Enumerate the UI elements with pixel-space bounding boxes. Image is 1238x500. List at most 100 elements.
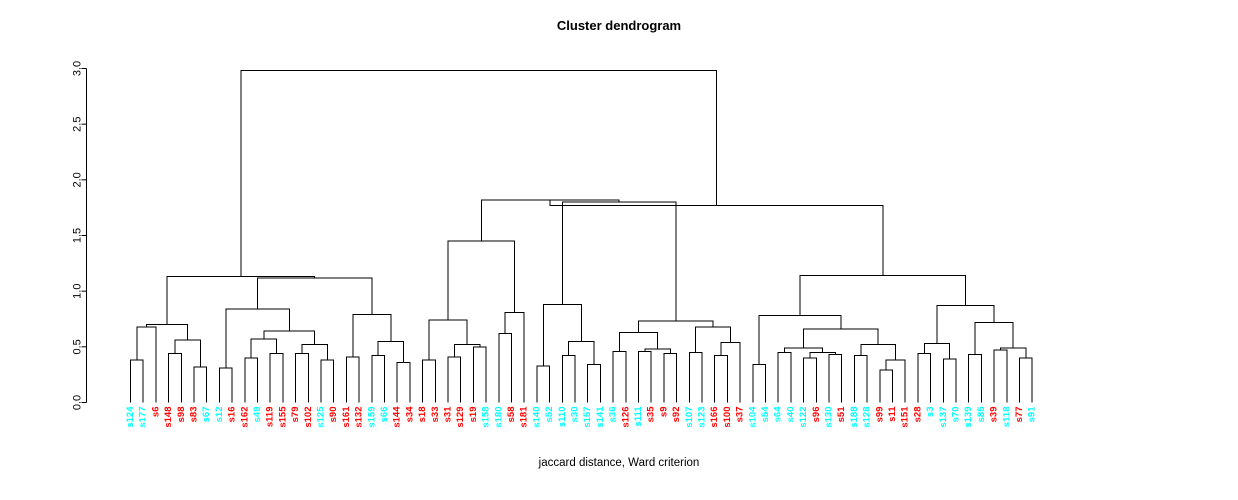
leaf-label: s151 <box>900 406 911 428</box>
leaf-label: s110 <box>557 407 568 428</box>
y-axis-tick-label: 0.5 <box>71 339 83 354</box>
leaf-label: s132 <box>354 407 365 428</box>
leaf-label: s85 <box>976 406 987 423</box>
dendrogram-branch <box>638 320 714 333</box>
leaf-label: s34 <box>404 406 415 423</box>
dendrogram-branch <box>561 201 677 322</box>
leaf-label: s102 <box>303 407 314 428</box>
dendrogram-branch <box>618 331 659 352</box>
dendrogram-branches <box>130 70 1033 403</box>
dendrogram-branch <box>166 276 316 325</box>
dendrogram-branch <box>860 344 897 361</box>
dendrogram-branch <box>240 70 717 277</box>
leaf-label: s49 <box>252 407 263 423</box>
leaf-label: s19 <box>468 407 479 423</box>
leaf-label: s39 <box>989 407 1000 423</box>
leaf-label: s6 <box>150 407 161 418</box>
leaf-label: s12 <box>214 407 225 423</box>
leaf-label: s54 <box>760 406 771 423</box>
y-axis-tick-label: 1.5 <box>71 228 83 243</box>
dendrogram-branch <box>257 277 373 315</box>
dendrogram-branch <box>269 353 284 403</box>
dendrogram-branch <box>799 275 967 316</box>
leaf-label: s141 <box>595 406 606 428</box>
dendrogram-branch <box>853 355 868 403</box>
dendrogram-branch <box>587 364 601 403</box>
leaf-label: s40 <box>785 407 796 423</box>
leaf-label: s139 <box>963 407 974 428</box>
dendrogram-branch <box>999 347 1027 358</box>
dendrogram-branch <box>263 330 316 345</box>
leaf-label: s11 <box>887 406 898 422</box>
leaf-label: s129 <box>455 407 466 428</box>
leaf-label: s79 <box>290 407 301 423</box>
dendrogram-branch <box>145 324 189 341</box>
dendrogram-branch <box>695 326 732 353</box>
leaf-label: s159 <box>366 407 377 428</box>
leaf-label: s18 <box>417 407 428 423</box>
leaf-label: s158 <box>481 407 492 428</box>
leaf-label: s107 <box>684 407 695 428</box>
dendrogram-branch <box>504 311 525 403</box>
leaf-label: s77 <box>1014 407 1025 423</box>
dendrogram-branch <box>561 355 576 403</box>
dendrogram-branch <box>923 342 951 360</box>
dendrogram-branch <box>803 328 879 348</box>
dendrogram-branch <box>472 346 487 403</box>
dendrogram-branch <box>549 199 884 276</box>
leaf-label: s180 <box>493 407 504 428</box>
leaf-label: s64 <box>773 406 784 423</box>
leaf-label: s162 <box>239 407 250 428</box>
leaf-label: s16 <box>227 407 238 423</box>
y-axis-tick-label: 0.0 <box>71 395 83 410</box>
leaf-label: s28 <box>912 407 923 423</box>
leaf-label: s128 <box>862 407 873 428</box>
dendrogram-branch <box>193 366 208 403</box>
dendrogram-branch <box>371 355 385 403</box>
dendrogram-branch <box>784 347 824 353</box>
leaf-label: s104 <box>747 406 758 428</box>
dendrogram-branch <box>803 357 817 403</box>
dendrogram-branch <box>320 359 335 403</box>
leaf-label: s126 <box>620 407 631 428</box>
dendrogram-branch <box>301 344 328 361</box>
leaf-label: s52 <box>544 407 555 423</box>
dendrogram-branch <box>942 358 957 403</box>
leaf-label: s83 <box>189 407 200 423</box>
leaf-label: s137 <box>938 407 949 428</box>
leaf-label: s98 <box>176 407 187 423</box>
leaf-label: s188 <box>849 407 860 428</box>
leaf-label: s122 <box>798 407 809 428</box>
leaf-label: s166 <box>709 407 720 428</box>
dendrogram-branch <box>168 353 182 403</box>
dendrogram-branch <box>422 359 436 403</box>
leaf-label: s96 <box>811 407 822 423</box>
leaf-label: s181 <box>519 406 530 428</box>
leaf-label: s31 <box>443 406 454 423</box>
dendrogram-branch <box>428 319 468 361</box>
leaf-label: s125 <box>316 406 327 428</box>
leaf-label: s51 <box>836 406 847 423</box>
dendrogram-branch <box>250 338 278 358</box>
leaf-label: s148 <box>163 407 174 428</box>
leaf-label: s35 <box>646 406 657 423</box>
leaf-label: s161 <box>341 406 352 428</box>
leaf-label: s90 <box>328 407 339 423</box>
leaf-label: s66 <box>379 407 390 423</box>
leaf-label: s140 <box>531 407 542 428</box>
dendrogram-branch <box>809 351 836 358</box>
dendrogram-branch <box>885 359 906 403</box>
y-axis-tick-label: 2.0 <box>71 172 83 187</box>
leaf-label: s37 <box>735 407 746 423</box>
y-axis-tick-label: 1.0 <box>71 284 83 299</box>
dendrogram-branch <box>638 350 652 403</box>
dendrogram-branch <box>447 240 516 321</box>
dendrogram-branch <box>752 364 766 403</box>
dendrogram-branch <box>936 305 995 344</box>
leaf-label: s3 <box>925 407 936 418</box>
leaf-label: s36 <box>608 407 619 423</box>
